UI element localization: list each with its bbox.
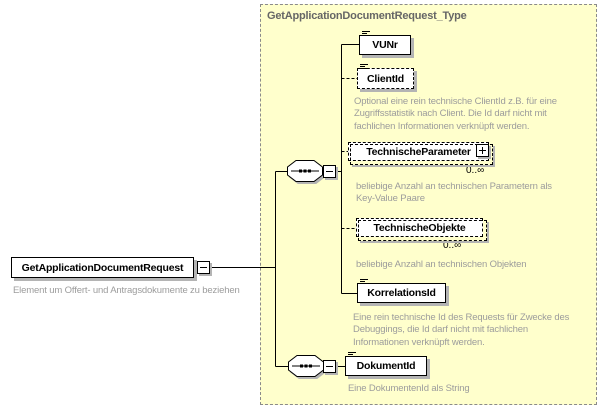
technische-parameter-occurs: 0..∞ [466, 165, 485, 176]
sequence-icon [288, 355, 324, 377]
clientid-annotation: Optional eine rein technische ClientId z… [354, 96, 557, 132]
technische-objekte-annotation: beliebige Anzahl an technischen Objekten [356, 259, 527, 270]
root-annotation: Element um Offert- und Antragsdokumente … [13, 285, 240, 296]
sequence-compositor-2[interactable] [288, 355, 324, 377]
element-label: VUNr [372, 39, 398, 51]
technische-parameter-annotation: beliebige Anzahl an technischen Paramete… [356, 181, 552, 205]
element-box-korrelationsid[interactable]: KorrelationsId [357, 279, 446, 303]
sequence2-collapse-toggle[interactable] [323, 360, 336, 373]
element-box-dokumentid[interactable]: DokumentId [345, 352, 427, 376]
dokumentid-annotation: Eine DokumentenId als String [348, 383, 470, 394]
element-box-vunr[interactable]: VUNr [359, 31, 411, 55]
element-label: DokumentId [356, 360, 416, 372]
element-label: TechnischeObjekte [373, 221, 466, 234]
root-element-label: GetApplicationDocumentRequest [21, 261, 184, 274]
element-box-clientid[interactable]: ClientId [357, 64, 414, 89]
root-collapse-toggle[interactable] [197, 261, 210, 274]
complex-type-title: GetApplicationDocumentRequest_Type [267, 10, 467, 22]
element-box-technische-parameter[interactable]: TechnischeParameter [348, 142, 493, 165]
technische-parameter-expand-toggle[interactable] [476, 144, 489, 157]
complex-type-container: GetApplicationDocumentRequest_Type [260, 4, 597, 405]
technische-objekte-occurs: 0..∞ [443, 240, 462, 251]
element-label: KorrelationsId [367, 287, 436, 299]
korrelationsid-annotation: Eine rein technische Id des Requests für… [353, 312, 570, 348]
root-element-box[interactable]: GetApplicationDocumentRequest [11, 257, 194, 278]
element-label: TechnischeParameter [366, 145, 471, 158]
sequence-icon [287, 160, 323, 182]
element-box-technische-objekte[interactable]: TechnischeObjekte [356, 218, 487, 241]
sequence1-collapse-toggle[interactable] [323, 165, 336, 178]
sequence-compositor-1[interactable] [287, 160, 323, 182]
element-label: ClientId [367, 72, 404, 85]
